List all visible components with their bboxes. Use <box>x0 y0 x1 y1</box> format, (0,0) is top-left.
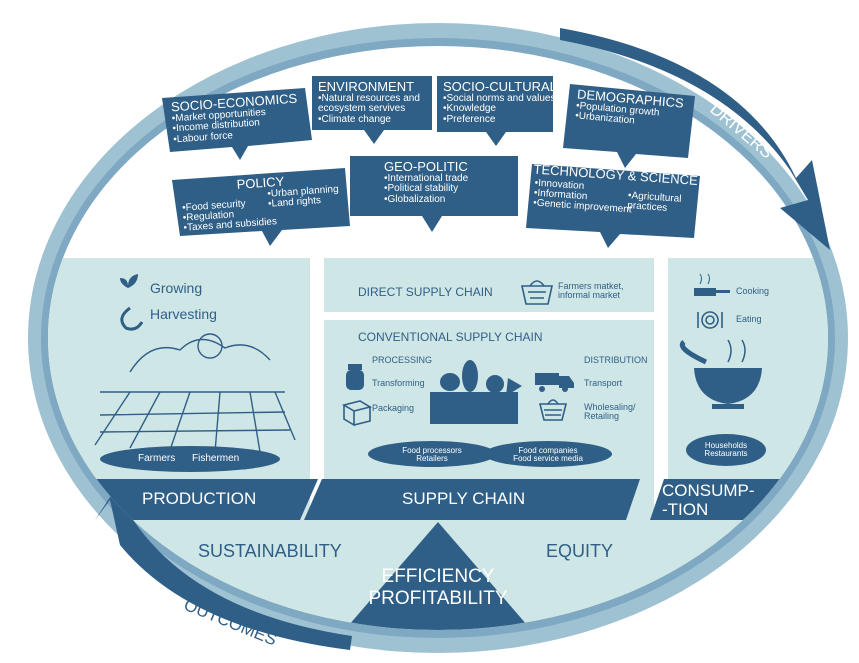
produce-crate-icon <box>430 360 522 424</box>
consumption-label: CONSUMP- -TION <box>662 481 755 519</box>
wholesaling-line: Wholesaling/ <box>584 402 636 412</box>
supply-actors-oval-left <box>368 441 496 467</box>
actor-line: Food processors <box>402 446 462 455</box>
transforming-label: Transforming <box>372 378 425 388</box>
food-processors-label: Food processors Retailers <box>400 446 464 464</box>
efficiency-profitability-label: EFFICIENCY PROFITABILITY <box>338 566 538 610</box>
consumption-actors-oval <box>686 434 766 466</box>
supply-chain-bar <box>304 479 640 520</box>
wholesaling-label: Wholesaling/ Retailing <box>584 402 636 422</box>
field-illustration <box>94 333 296 453</box>
environment-title: ENVIRONMENT <box>318 79 415 94</box>
driver-item: Preference <box>443 114 557 126</box>
socio-economics-block: SOCIO-ECONOMICS Market opportunities Inc… <box>171 91 300 146</box>
gutter-1 <box>310 258 324 520</box>
actor-line: Food service media <box>513 454 583 464</box>
driver-item: Social norms and values <box>443 93 557 105</box>
actor-line: Households <box>704 441 748 450</box>
gutter-2 <box>654 258 668 520</box>
gutter-3 <box>324 312 654 320</box>
note-line: informal market <box>558 290 621 301</box>
actor-line: Retailers <box>416 454 448 464</box>
supply-chain-label: SUPPLY CHAIN <box>402 489 526 508</box>
efficiency-line: EFFICIENCY <box>381 566 495 587</box>
geo-politic-block: GEO-POLITIC International trade Politica… <box>384 160 468 205</box>
harvesting-label: Harvesting <box>150 306 217 322</box>
socio-cultural-block: SOCIO-CULTURAL Social norms and values K… <box>443 80 557 125</box>
food-companies-label: Food companies Food service media <box>508 446 588 464</box>
equity-label: EQUITY <box>546 541 614 561</box>
sprout-icon <box>120 274 138 296</box>
outcome-triangle <box>336 522 540 630</box>
environment-block: ENVIRONMENT Natural resources and ecosys… <box>318 80 434 125</box>
farmers-label: Farmers <box>138 453 176 464</box>
driver-item: Political stability <box>384 184 468 195</box>
supply-actors-oval-right <box>484 441 612 467</box>
jar-icon <box>346 364 364 390</box>
driver-item: Agricultural practices <box>627 190 690 216</box>
growing-label: Growing <box>150 280 203 296</box>
driver-item: Climate change <box>318 114 434 126</box>
fishermen-label: Fishermen <box>192 453 240 464</box>
profitability-line: PROFITABILITY <box>368 587 508 609</box>
conventional-supply-title: CONVENTIONAL SUPPLY CHAIN <box>358 330 543 344</box>
driver-item: International trade <box>384 173 469 185</box>
packaging-label: Packaging <box>372 403 415 413</box>
distribution-label: DISTRIBUTION <box>584 355 648 365</box>
sickle-icon <box>120 306 144 331</box>
actor-line: Restaurants <box>704 449 748 459</box>
driver-item: Genetic improvement <box>533 197 632 215</box>
cart-basket-icon <box>538 399 568 421</box>
consumption-line-2: -TION <box>662 499 709 519</box>
driver-item: Globalization <box>384 194 468 206</box>
retailing-line: Retailing <box>584 411 620 422</box>
processing-label: PROCESSING <box>372 355 433 365</box>
driver-item: Land rights <box>268 195 322 210</box>
transport-label: Transport <box>584 378 623 388</box>
pan-icon <box>694 273 730 296</box>
plate-icon <box>697 311 723 329</box>
production-actors-oval <box>100 446 280 472</box>
socio-cultural-title: SOCIO-CULTURAL <box>443 79 557 94</box>
sustainability-label: SUSTAINABILITY <box>198 541 342 561</box>
direct-supply-title: DIRECT SUPPLY CHAIN <box>358 285 493 299</box>
driver-item: Natural resources and ecosystem servives <box>318 93 434 115</box>
package-icon <box>341 400 373 427</box>
driver-item: Knowledge <box>443 104 557 115</box>
eating-label: Eating <box>736 314 762 324</box>
basket-icon <box>521 280 553 305</box>
note-line: Farmers matket, <box>558 281 624 291</box>
production-label: PRODUCTION <box>142 489 257 508</box>
households-label: Households Restaurants <box>696 441 756 459</box>
truck-icon <box>535 373 574 392</box>
cooking-label: Cooking <box>736 286 770 296</box>
geo-politic-title: GEO-POLITIC <box>384 159 468 174</box>
soup-bowl-icon <box>679 339 762 409</box>
direct-supply-note: Farmers matket, informal market <box>558 281 624 301</box>
technology-block: TECHNOLOGY & SCIENCE Innovation Informat… <box>530 161 698 227</box>
actor-line: Food companies <box>518 446 578 455</box>
consumption-line-1: CONSUMP- <box>662 481 755 500</box>
